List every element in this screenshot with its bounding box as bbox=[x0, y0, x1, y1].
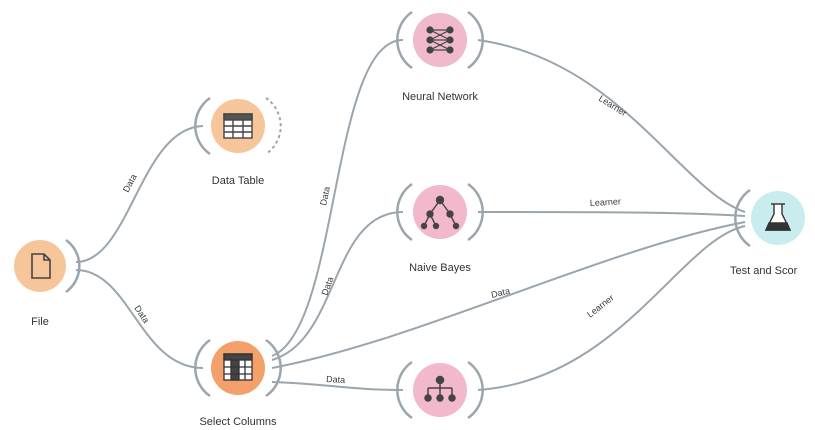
node-neural-network-label: Neural Network bbox=[402, 91, 478, 103]
edge-select-to-tree[interactable] bbox=[271, 381, 404, 391]
edge-nb-to-test[interactable] bbox=[477, 211, 746, 217]
node-naive-bayes-output-arc bbox=[467, 182, 484, 242]
node-neural-network-output-arc bbox=[467, 10, 484, 70]
edge-select-to-nb[interactable] bbox=[271, 211, 404, 361]
node-tree-output-arc bbox=[467, 360, 484, 420]
naive-bayes-icon bbox=[420, 195, 460, 230]
table-icon bbox=[223, 113, 253, 139]
node-naive-bayes-circle bbox=[413, 185, 467, 239]
edge-label-file-to-table: Data bbox=[121, 172, 139, 193]
edge-label-tree-to-test: Learner bbox=[585, 293, 616, 320]
edge-nn-to-test[interactable] bbox=[477, 39, 746, 213]
node-select-columns-label: Select Columns bbox=[199, 416, 277, 428]
edge-file-to-table[interactable] bbox=[75, 125, 204, 263]
node-neural-network-input-arc bbox=[396, 10, 413, 70]
node-tree-input-arc bbox=[396, 360, 413, 420]
edge-label-nb-to-test: Learner bbox=[590, 196, 622, 208]
edge-file-to-select[interactable] bbox=[75, 269, 204, 369]
node-data-table-input-arc bbox=[194, 96, 211, 156]
flask-icon bbox=[764, 203, 792, 231]
node-test-and-score-input-arc bbox=[734, 188, 751, 248]
edge-label-nn-to-test: Learner bbox=[597, 93, 629, 118]
neural-network-icon bbox=[426, 26, 454, 54]
node-tree[interactable] bbox=[396, 360, 484, 420]
edge-label-select-to-tree: Data bbox=[326, 374, 346, 385]
edge-label-select-to-nn: Data bbox=[318, 186, 332, 207]
node-select-columns-output-arc bbox=[265, 338, 282, 398]
edge-label-file-to-select: Data bbox=[132, 304, 151, 325]
node-data-table-output-arc bbox=[265, 97, 282, 155]
file-icon bbox=[31, 253, 51, 279]
node-file[interactable]: File bbox=[14, 238, 81, 328]
node-data-table[interactable]: Data Table bbox=[194, 96, 282, 187]
node-select-columns[interactable]: Select Columns bbox=[194, 338, 282, 428]
node-data-table-label: Data Table bbox=[212, 175, 264, 187]
select-columns-icon bbox=[223, 353, 253, 381]
node-file-label: File bbox=[31, 316, 49, 328]
edge-tree-to-test[interactable] bbox=[477, 225, 746, 391]
node-file-output-arc bbox=[65, 238, 81, 294]
node-naive-bayes-input-arc bbox=[396, 182, 413, 242]
node-test-and-score[interactable]: Test and Scor bbox=[730, 188, 805, 277]
edge-select-to-nn[interactable] bbox=[271, 39, 404, 357]
edge-select-to-test[interactable] bbox=[271, 221, 746, 369]
node-select-columns-input-arc bbox=[194, 338, 211, 398]
node-test-and-score-label: Test and Scor bbox=[730, 265, 798, 277]
node-naive-bayes[interactable]: Naive Bayes bbox=[396, 182, 484, 274]
tree-icon bbox=[424, 375, 456, 402]
node-file-circle bbox=[14, 240, 66, 292]
node-neural-network[interactable]: Neural Network bbox=[396, 10, 484, 103]
edge-label-select-to-test: Data bbox=[490, 286, 511, 300]
edges bbox=[75, 39, 746, 391]
node-naive-bayes-label: Naive Bayes bbox=[409, 262, 471, 274]
